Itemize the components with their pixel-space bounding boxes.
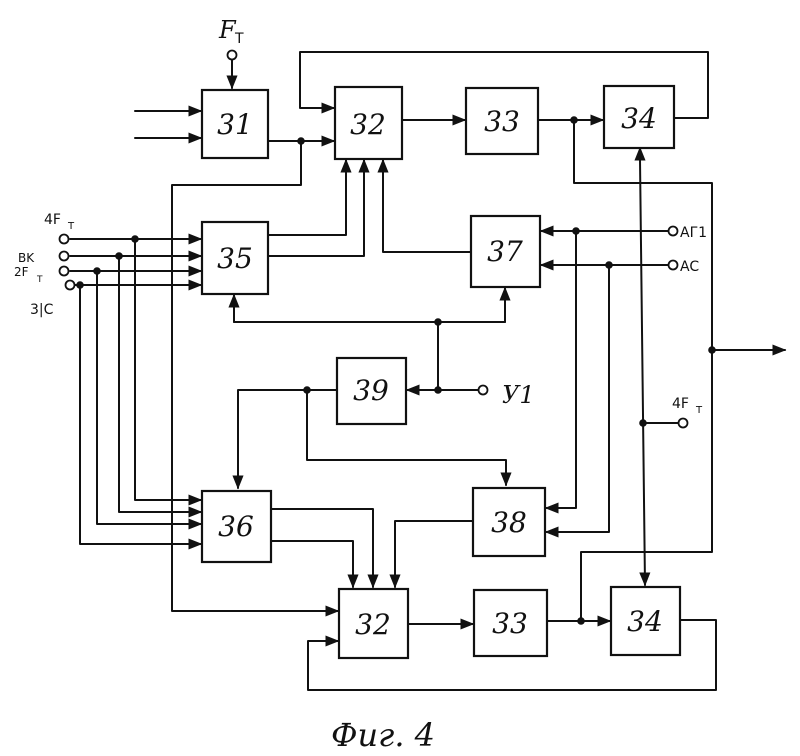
wire-4ft-to-36 [135, 239, 201, 500]
terminal-3c [66, 281, 75, 290]
wire-38-to-32b [395, 521, 472, 587]
terminal-4ft-right [679, 419, 688, 428]
wire-2ft-to-36 [97, 271, 201, 524]
block-35: 35 [202, 222, 268, 294]
wire-37-to-32 [383, 160, 470, 252]
label-bk: BK [18, 251, 35, 265]
label-4ft-left: 4F [44, 212, 61, 228]
block-34-top-label: 34 [621, 102, 657, 135]
junction-dot [131, 235, 139, 243]
junction-dot [303, 386, 311, 394]
block-37: 37 [471, 216, 540, 287]
junction-dot [76, 281, 84, 289]
terminal-2ft [60, 267, 69, 276]
block-34-top: 34 [604, 86, 674, 148]
terminal-ft [228, 51, 237, 60]
label-u1: У1 [502, 381, 535, 409]
wire-36-to-32b-b [271, 541, 353, 587]
block-32-top: 32 [335, 87, 402, 159]
block-39-label: 39 [353, 374, 389, 407]
block-35-label: 35 [217, 242, 253, 275]
block-34-bottom-label: 34 [627, 605, 663, 638]
block-38: 38 [473, 488, 545, 556]
wire-bk-to-36 [119, 256, 201, 512]
junction-dot [708, 346, 716, 354]
block-33-bottom-label: 33 [492, 607, 528, 640]
terminal-u1 [479, 386, 488, 395]
block-32-top-label: 32 [350, 108, 386, 141]
junction-dot [93, 267, 101, 275]
wire-35-to-32-b [268, 160, 364, 256]
junction-dot [297, 137, 305, 145]
junction-dot [639, 419, 647, 427]
terminal-ac [669, 261, 678, 270]
wire-36-to-32b-a [271, 509, 373, 587]
block-37-label: 37 [487, 235, 523, 268]
wire-ac-to-38 [546, 265, 609, 532]
label-4ft-left-sub: T [67, 221, 75, 232]
terminal-ag1 [669, 227, 678, 236]
wire-34-top-to-34-bottom [640, 160, 645, 585]
wire-3c-to-36 [80, 285, 201, 544]
wire-39-to-36 [238, 390, 336, 488]
terminal-4ft-left [60, 235, 69, 244]
label-ac: AC [680, 259, 699, 275]
label-ag1: AГ1 [680, 225, 707, 241]
label-2ft-sub: T [36, 275, 43, 285]
wire-ag1-to-38 [546, 231, 576, 508]
block-33-top-label: 33 [484, 105, 520, 138]
block-31-label: 31 [217, 108, 253, 141]
figure-caption: Фиг. 4 [331, 716, 435, 754]
block-31: 31 [202, 90, 268, 158]
block-33-bottom: 33 [474, 590, 547, 656]
junction-dot [434, 386, 442, 394]
label-ft-sub: T [234, 31, 244, 47]
block-36: 36 [202, 491, 271, 562]
block-32-bottom: 32 [339, 589, 408, 658]
block-39: 39 [337, 358, 406, 424]
terminal-bk [60, 252, 69, 261]
block-34-bottom: 34 [611, 587, 680, 655]
pin-labels: F T 4F T BK 2F T 3|C AГ1 AC У1 4F T [14, 16, 707, 416]
block-32-bottom-label: 32 [355, 608, 391, 641]
label-2ft: 2F [14, 265, 29, 279]
junction-dot [577, 617, 585, 625]
junction-dot [434, 318, 442, 326]
block-36-label: 36 [218, 510, 254, 543]
wire-35-to-32-a [268, 160, 346, 235]
label-4ft-right: 4F [672, 396, 689, 412]
block-38-label: 38 [491, 506, 527, 539]
label-3c: 3|C [30, 302, 54, 318]
label-4ft-right-sub: T [695, 405, 703, 416]
junction-dot [572, 227, 580, 235]
block-33-top: 33 [466, 88, 538, 154]
junction-dot [115, 252, 123, 260]
junction-dot [570, 116, 578, 124]
junction-dot [605, 261, 613, 269]
